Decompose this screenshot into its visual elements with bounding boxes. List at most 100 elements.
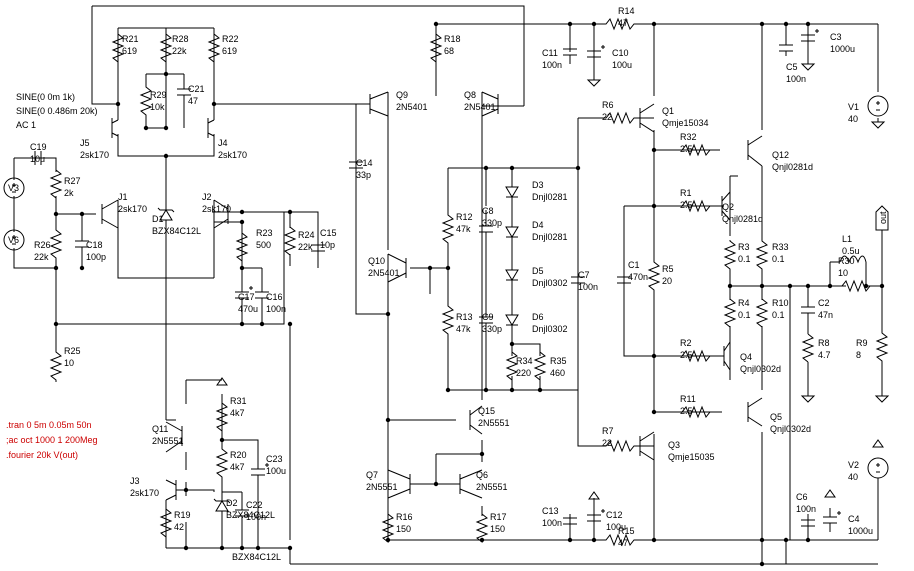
d3-ref-label: D3	[532, 180, 544, 190]
q8-value-label: 2N5401	[464, 102, 496, 112]
c1-value-label: 470n	[628, 272, 648, 282]
supply-arrow	[824, 489, 836, 498]
r35-resistor	[533, 350, 547, 382]
j5-value-label: 2sk170	[80, 150, 109, 160]
q9-transistor	[369, 91, 389, 117]
c13-capacitor	[563, 514, 577, 528]
q10-ref-label: Q10	[368, 256, 385, 266]
r4-ref-label: R4	[738, 298, 750, 308]
source-text-2: SINE(0 0.486m 20k)	[16, 106, 98, 116]
r11-resistor	[672, 405, 720, 419]
j3-value-label: 2sk170	[130, 488, 159, 498]
j4-ref-label: J4	[218, 138, 228, 148]
r11-value-label: 2.5	[680, 406, 693, 416]
q11-value-label: 2N5551	[152, 436, 184, 446]
r22-resistor	[207, 30, 221, 66]
c10-capacitor	[587, 44, 605, 64]
r34-resistor	[505, 350, 519, 382]
c19-value-label: 10u	[30, 154, 45, 164]
q1-ref-label: Q1	[662, 106, 674, 116]
d2-value-label: BZX84C12L	[226, 510, 275, 520]
r31-resistor	[215, 394, 229, 440]
r31-value-label: 4k7	[230, 408, 245, 418]
r18-value-label: 68	[444, 46, 454, 56]
r12-value-label: 47k	[456, 224, 471, 234]
c10-value-label: 100u	[612, 60, 632, 70]
r17-resistor	[475, 512, 489, 544]
d3-diode	[505, 178, 519, 206]
r34-ref-label: R34	[516, 356, 533, 366]
q15-ref-label: Q15	[478, 406, 495, 416]
c19-capacitor	[28, 151, 48, 165]
r8-value-label: 4.7	[818, 350, 831, 360]
supply-arrow	[588, 491, 600, 500]
q11-ref-label: Q11	[152, 424, 168, 434]
q6-value-label: 2N5551	[476, 482, 508, 492]
j1-transistor	[101, 199, 119, 229]
v1-value-label: 40	[848, 114, 858, 124]
r7-resistor	[600, 439, 640, 453]
j4-transistor	[207, 118, 215, 138]
r29-value-label: 10k	[150, 102, 165, 112]
j3-transistor	[165, 479, 177, 501]
r18-resistor	[429, 30, 443, 66]
r3-value-label: 0.1	[738, 254, 751, 264]
q10-value-label: 2N5401	[368, 268, 400, 278]
r33-resistor	[755, 240, 769, 270]
r2-ref-label: R2	[680, 338, 692, 348]
q1-transistor	[639, 103, 655, 133]
r10-resistor	[755, 297, 769, 329]
d5-value-label: Dnjl0302	[532, 278, 568, 288]
c1-capacitor	[617, 270, 631, 290]
r31-ref-label: R31	[230, 396, 247, 406]
directive-tran: .tran 0 5m 0.05m 50n	[6, 420, 92, 430]
r21-resistor	[111, 30, 125, 66]
r33-ref-label: R33	[772, 242, 789, 252]
d2-ref-label: D2	[226, 498, 238, 508]
r16-resistor	[381, 512, 395, 544]
r23-resistor	[235, 230, 249, 264]
q5-ref-label: Q5	[770, 412, 782, 422]
q15-transistor	[469, 405, 483, 435]
components	[3, 17, 890, 547]
r35-ref-label: R35	[550, 356, 567, 366]
l1-ref-label: L1	[842, 234, 852, 244]
c7-value-label: 100n	[578, 282, 598, 292]
q3-value-label: Qmje15035	[668, 452, 715, 462]
c22-ref-label: C22	[246, 500, 263, 510]
d5-ref-label: D5	[532, 266, 544, 276]
r22-value-label: 619	[222, 46, 237, 56]
c14-ref-label: C14	[356, 158, 373, 168]
r8-resistor	[801, 333, 815, 363]
r9-resistor	[875, 332, 889, 362]
c23-capacitor	[251, 460, 269, 484]
ground-symbol	[800, 392, 816, 403]
supply-arrow	[872, 439, 884, 448]
c14-value-label: 33p	[356, 170, 371, 180]
v2-source	[867, 457, 889, 479]
r24-value-label: 22k	[298, 242, 313, 252]
r27-resistor	[49, 168, 63, 200]
c8-ref-label: C8	[482, 206, 494, 216]
directive-fourier: .fourier 20k V(out)	[6, 450, 78, 460]
q6-ref-label: Q6	[476, 470, 488, 480]
r15-value-label: 47	[618, 538, 628, 548]
d1-value-label: BZX84C12L	[152, 226, 201, 236]
r6-value-label: 22	[602, 112, 612, 122]
q7-value-label: 2N5551	[366, 482, 398, 492]
out-port-label: out	[878, 211, 888, 224]
j1-ref-label: J1	[118, 192, 128, 202]
c4-value-label: 1000u	[848, 526, 873, 536]
r1-ref-label: R1	[680, 188, 692, 198]
r28-resistor	[159, 30, 173, 66]
c17-value-label: 470u	[238, 304, 258, 314]
r20-value-label: 4k7	[230, 462, 245, 472]
r27-value-label: 2k	[64, 188, 74, 198]
r14-resistor	[600, 17, 640, 31]
r16-value-label: 150	[396, 524, 411, 534]
q15-value-label: 2N5551	[478, 418, 510, 428]
d4-diode	[505, 218, 519, 246]
c23-value-label: 100u	[266, 466, 286, 476]
ground-symbol	[800, 60, 816, 71]
v2-value-label: 40	[848, 472, 858, 482]
